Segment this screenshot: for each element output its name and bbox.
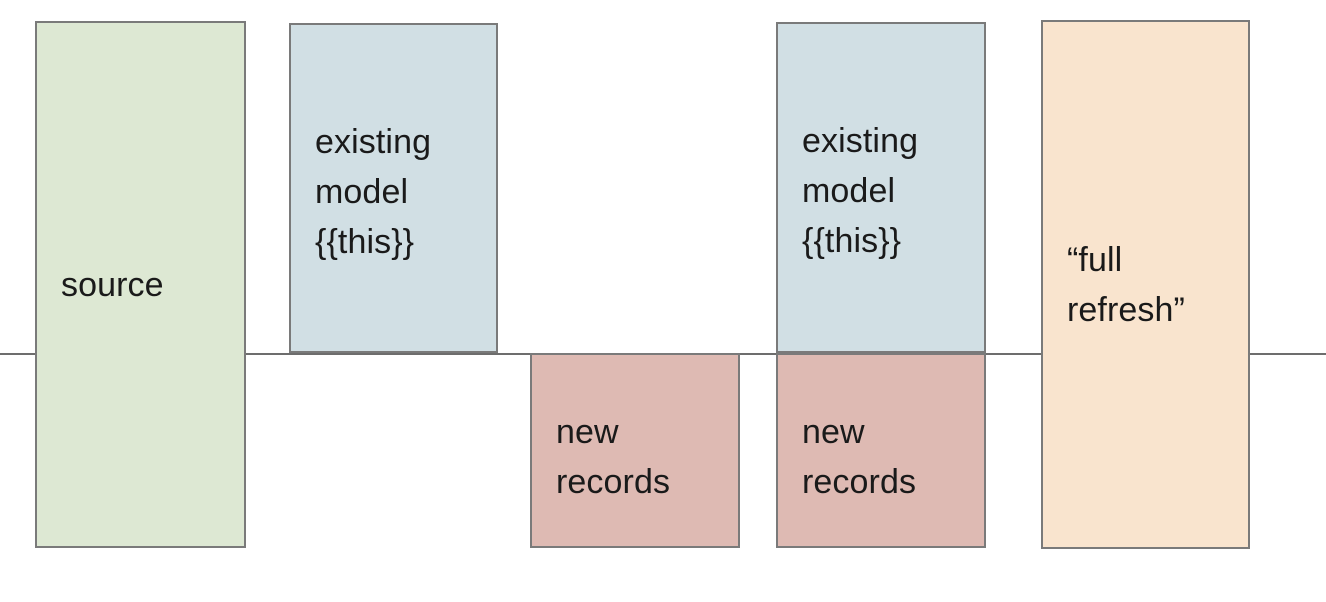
block-existing-model-1-label: existing model {{this}} [315, 123, 432, 261]
block-existing-model-2[interactable]: existing model {{this}} [776, 22, 986, 353]
block-new-records-2-label: new records [802, 413, 917, 501]
block-existing-model-2-label: existing model {{this}} [802, 122, 919, 260]
block-full-refresh[interactable]: “full refresh” [1041, 20, 1250, 549]
block-existing-model-1[interactable]: existing model {{this}} [289, 23, 498, 353]
block-new-records-1[interactable]: new records [530, 353, 740, 548]
block-source[interactable]: source [35, 21, 246, 548]
block-new-records-2[interactable]: new records [776, 353, 986, 548]
block-full-refresh-label: “full refresh” [1067, 240, 1185, 329]
block-source-label: source [61, 265, 164, 304]
block-new-records-1-label: new records [556, 413, 671, 501]
